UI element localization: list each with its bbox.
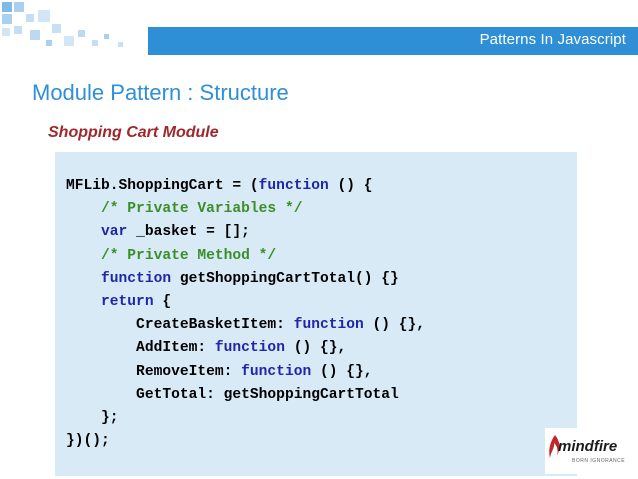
code-text (66, 271, 101, 287)
code-keyword: return (101, 294, 154, 311)
code-line: AddItem: function () {}, (66, 337, 425, 360)
code-keyword: function (258, 178, 329, 194)
code-line: var _basket = []; (66, 221, 425, 244)
flame-icon (549, 435, 560, 458)
code-line: })(); (66, 430, 425, 453)
code-block-background (55, 152, 577, 476)
code-text (66, 294, 101, 310)
code-text: () {}, (363, 317, 426, 334)
code-comment: /* Private Variables */ (101, 201, 303, 218)
logo-tagline: BORN IGNORANCE (572, 458, 626, 464)
presentation-title: Patterns In Javascript (479, 31, 626, 48)
code-text: RemoveItem: (66, 363, 242, 380)
code-keyword: var (101, 224, 128, 241)
code-comment: /* Private Method */ (101, 247, 277, 264)
code-line: CreateBasketItem: function () {}, (66, 314, 425, 337)
code-line: MFLib.ShoppingCart = (function () { (66, 175, 425, 198)
slide-subtitle: Shopping Cart Module (48, 124, 219, 141)
code-line: function getShoppingCartTotal() {} (66, 268, 425, 291)
slide-title: Module Pattern : Structure (32, 80, 289, 105)
code-text: () { (328, 178, 373, 194)
code-text: () {}, (284, 340, 347, 357)
code-text: })(); (66, 433, 110, 450)
header-band (148, 27, 638, 55)
code-keyword: function (214, 340, 285, 357)
code-text (66, 201, 101, 217)
code-text: { (153, 294, 172, 311)
code-line: RemoveItem: function () {}, (66, 361, 425, 384)
code-line: }; (66, 407, 425, 430)
code-line: /* Private Variables */ (66, 198, 425, 221)
header-bar: Patterns In Javascript (0, 0, 638, 55)
decorative-squares-icon (2, 2, 123, 47)
code-text: _basket = []; (127, 224, 250, 241)
code-line: return { (66, 291, 425, 314)
code-keyword: function (241, 363, 312, 380)
code-text: () {}, (311, 363, 373, 380)
code-text: getShoppingCartTotal() {} (171, 270, 399, 287)
logo-text: mindfire (558, 438, 618, 455)
code-keyword: function (101, 270, 172, 287)
code-text: }; (66, 410, 119, 427)
code-line: /* Private Method */ (66, 245, 425, 268)
code-text (66, 248, 101, 264)
code-text: MFLib.ShoppingCart = ( (66, 178, 259, 194)
code-text: GetTotal: getShoppingCartTotal (66, 386, 399, 403)
code-text: AddItem: (66, 340, 215, 357)
code-keyword: function (293, 317, 364, 334)
code-text (66, 224, 101, 240)
code-text: CreateBasketItem: (66, 317, 294, 334)
code-block: MFLib.ShoppingCart = (function () { /* P… (66, 175, 425, 453)
code-line: GetTotal: getShoppingCartTotal (66, 384, 425, 407)
